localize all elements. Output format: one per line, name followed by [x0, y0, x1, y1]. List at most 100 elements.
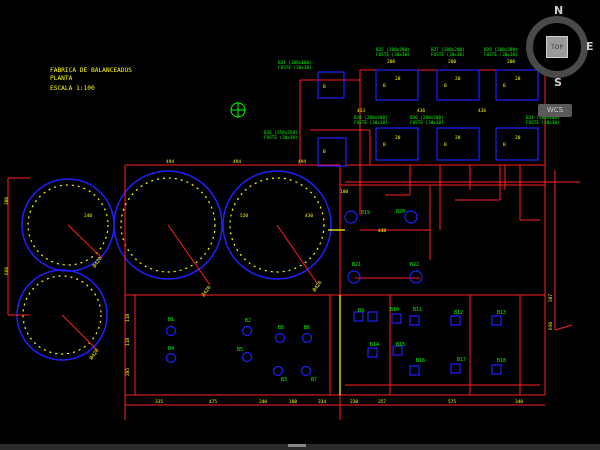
right-dim-2: 650 [548, 322, 554, 330]
silo-label-4: Ø420 [88, 347, 101, 361]
footing-markers: B B B B B B B B 20 20 20 20 20 20 [323, 76, 521, 155]
bottom-dim-8: 575 [448, 399, 456, 405]
footing-num-4: 20 [395, 135, 401, 141]
footing-marker-2: B [383, 83, 386, 89]
silo-tanks [16, 170, 332, 361]
tank-top-dim-3: 494 [298, 159, 306, 165]
status-bar [0, 444, 600, 450]
bottom-dim-5: 334 [318, 399, 326, 405]
tag-b2: B2 [245, 318, 251, 324]
bottom-dim-9: 340 [515, 399, 523, 405]
silo-3 [222, 170, 332, 284]
mid-dim-2: 448 [378, 228, 386, 234]
footing-marker-8: B [503, 142, 506, 148]
footing-sub-b28: FUSTE (30x30) [354, 120, 388, 126]
footing-sub-b30: FUSTE (30x30) [410, 120, 444, 126]
silo-2 [113, 170, 223, 286]
footing-sub-b26: FUSTE (30x30) [264, 135, 298, 141]
left-bottom-dim-2: 118 [125, 314, 131, 322]
footing-label-b27: B27 (200x200) [431, 47, 465, 53]
top-dim-6: 436 [478, 108, 486, 114]
tank-inner-dim-1: 240 [84, 213, 92, 219]
title-line-2: PLANTA [50, 75, 73, 82]
tag-b9: B9 [358, 308, 364, 314]
compass-north-label[interactable]: N [554, 4, 564, 17]
left-dim-2: 660 [4, 267, 10, 275]
structure-lines [7, 69, 580, 420]
tank-inner-dim-3: 430 [305, 213, 313, 219]
footing-label-b24: B24 (180x180) [278, 60, 312, 66]
tag-b21: B21 [352, 262, 361, 268]
tag-b11: B11 [413, 307, 422, 313]
top-dim-1: 200 [387, 59, 395, 65]
left-dim-1: 380 [4, 197, 10, 205]
tank-top-dim-2: 494 [233, 159, 241, 165]
tag-b3: B3 [281, 377, 287, 383]
status-bar-grip[interactable] [288, 444, 306, 447]
silo-4 [16, 269, 108, 361]
bottom-dim-6: 230 [350, 399, 358, 405]
bottom-dim-1: 335 [155, 399, 163, 405]
footing-sub-b29: FUSTE (30x30) [484, 52, 518, 58]
footing-sub-b31: FUSTE (30x30) [526, 120, 560, 126]
left-bottom-dim-1: 118 [125, 338, 131, 346]
footing-label-b30: B30 (200x200) [410, 115, 444, 121]
footing-marker-3: B [444, 83, 447, 89]
tag-b13: B13 [497, 310, 506, 316]
top-dim-5: 436 [417, 108, 425, 114]
tag-b18: B18 [497, 358, 506, 364]
yellow-accent-lines [328, 229, 345, 395]
title-line-1: FABRICA DE BALANCEADOS [50, 67, 132, 74]
footing-num-2: 20 [455, 76, 461, 82]
tag-b16: B16 [416, 358, 425, 364]
footing-label-b28: B28 (200x200) [354, 115, 388, 121]
compass-east-label[interactable]: E [586, 40, 594, 53]
tag-b15: B15 [396, 342, 405, 348]
tag-b12: B12 [454, 310, 463, 316]
right-dim-1: 507 [548, 294, 554, 302]
left-bottom-dim-3: 205 [125, 368, 131, 376]
viewcube-widget[interactable]: TOP N S E WCS [520, 4, 598, 117]
bottom-dim-7: 357 [378, 399, 386, 405]
tank-inner-dim-2: 520 [240, 213, 248, 219]
wcs-menu-button[interactable]: WCS [538, 104, 572, 117]
top-dim-4: 433 [357, 108, 365, 114]
silo-label-3: Ø420 [311, 279, 324, 293]
footing-marker-7: B [444, 142, 447, 148]
tag-b1: B1 [168, 317, 174, 323]
viewcube-top-face[interactable]: TOP [546, 36, 568, 58]
footing-marker-5: B [323, 149, 326, 155]
drawing-title: FABRICA DE BALANCEADOS PLANTA ESCALA 1:1… [50, 67, 132, 92]
bottom-dim-4: 188 [289, 399, 297, 405]
footing-marker-1: B [323, 84, 326, 90]
top-dim-2: 200 [448, 59, 456, 65]
mid-dim: 100 [340, 189, 348, 195]
tag-b10: B10 [390, 307, 399, 313]
bottom-dim-2: 475 [209, 399, 217, 405]
tag-b5: B5 [237, 347, 243, 353]
top-dim-3: 200 [507, 59, 515, 65]
footing-label-b29: B29 (200x200) [484, 47, 518, 53]
footing-label-b25: B25 (200x200) [376, 47, 410, 53]
tank-top-dim-1: 494 [166, 159, 174, 165]
footing-marker-4: B [503, 83, 506, 89]
tag-b19: B19 [361, 210, 370, 216]
footing-sub-b24: FUSTE (30x30) [278, 65, 312, 71]
silo-label-2: Ø420 [200, 284, 213, 298]
tag-b8: B8 [278, 325, 284, 331]
compass-ring[interactable] [526, 16, 588, 78]
tag-b6: B6 [304, 325, 310, 331]
north-arrow-icon [230, 102, 246, 118]
footing-num-6: 20 [515, 135, 521, 141]
compass-south-label[interactable]: S [554, 76, 562, 89]
tag-b4: B4 [168, 346, 174, 352]
tag-b14: B14 [370, 342, 379, 348]
footing-num-1: 20 [395, 76, 401, 82]
footing-sub-b25: FUSTE (30x30) [376, 52, 410, 58]
footing-sub-b27: FUSTE (30x30) [431, 52, 465, 58]
footing-label-b26: B26 (250x250) [264, 130, 298, 136]
tag-b20: B20 [396, 209, 405, 215]
title-line-3: ESCALA 1:100 [50, 85, 95, 92]
bottom-dim-3: 240 [259, 399, 267, 405]
